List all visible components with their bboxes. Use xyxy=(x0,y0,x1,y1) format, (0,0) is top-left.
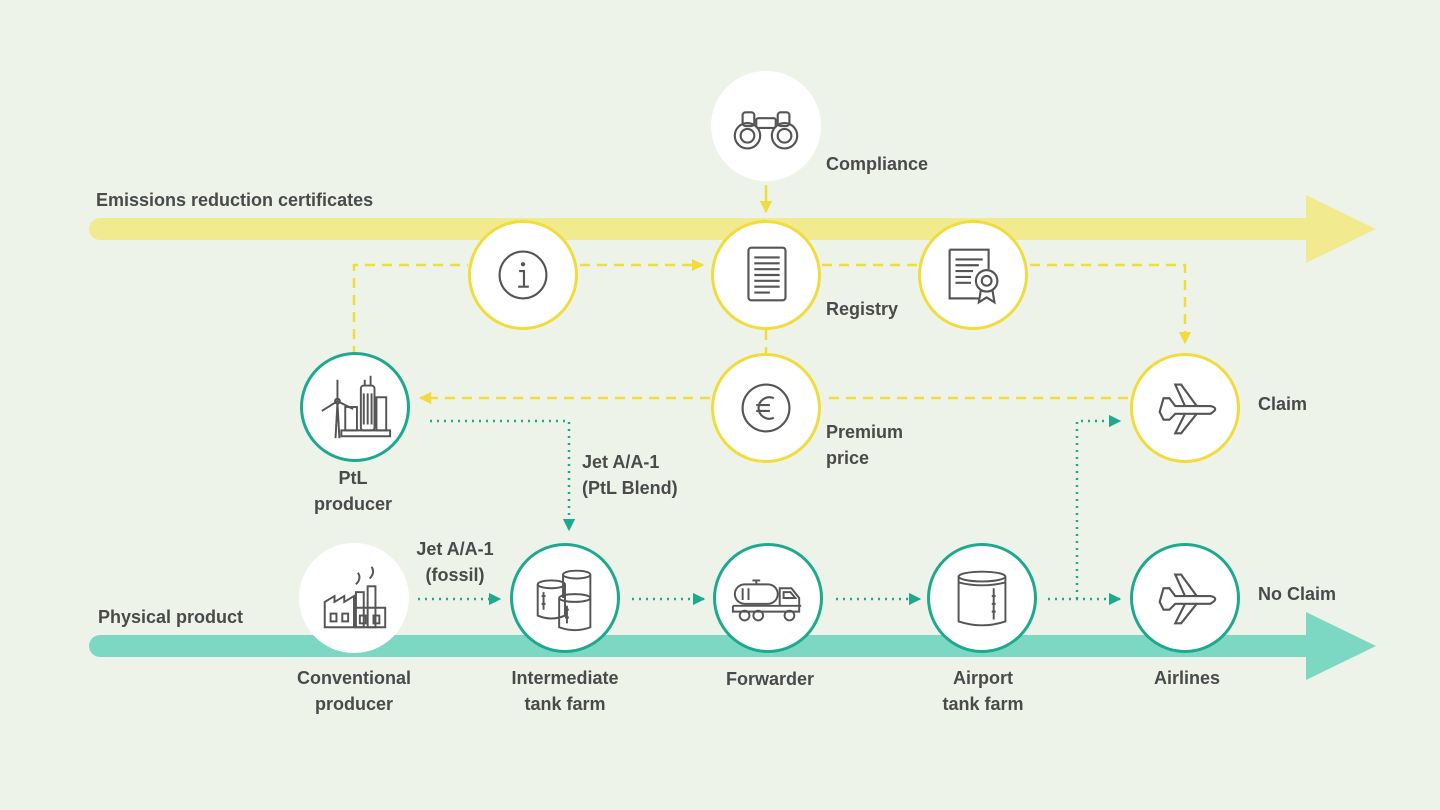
ptl-producer-label-line2: producer xyxy=(313,494,393,514)
certificate-node xyxy=(918,220,1028,330)
airport-tank-farm-label-line2: tank farm xyxy=(942,694,1024,714)
certificate-icon xyxy=(948,248,999,305)
airport-to-claim-arrow xyxy=(1075,414,1122,599)
document-icon xyxy=(747,246,787,302)
info-node xyxy=(468,220,578,330)
conventional-producer-label-line1: Conventional xyxy=(296,668,412,688)
intermediate-tank-farm-label-line2: tank farm xyxy=(524,694,606,714)
jet-ptl-blend-label-line1: Jet A/A-1 xyxy=(582,452,660,472)
airplane-icon xyxy=(1158,383,1217,435)
physical-flow xyxy=(418,414,1122,606)
tanker-truck-icon xyxy=(731,579,802,622)
premium-price-label: Premium price xyxy=(826,419,903,471)
conventional-producer-label: Conventional producer xyxy=(297,665,411,717)
conventional-producer-label-line2: producer xyxy=(314,694,394,714)
jet-fossil-label-line1: Jet A/A-1 xyxy=(416,539,494,559)
airport-tank-farm-label-line1: Airport xyxy=(953,668,1013,688)
wind-turbine-plant-icon xyxy=(321,375,392,439)
ptl-producer-label-line1: PtL xyxy=(338,468,368,488)
ptl-producer-label: PtL producer xyxy=(314,465,392,517)
ptl-to-info-line xyxy=(352,263,468,356)
premium-price-label-line2: price xyxy=(826,448,870,468)
conventional-producer-node xyxy=(299,543,409,653)
intermediate-tank-farm-label: Intermediate tank farm xyxy=(511,665,618,717)
certificate-flow xyxy=(352,185,1192,405)
premium-price-node xyxy=(711,353,821,463)
no-claim-label: No Claim xyxy=(1258,584,1337,604)
tank-icon xyxy=(957,570,1007,627)
airlines-node xyxy=(1130,543,1240,653)
premium-price-label-line1: Premium xyxy=(826,422,904,442)
storage-tanks-icon xyxy=(536,569,592,632)
emissions-band-arrow xyxy=(89,195,1376,263)
claim-label: Claim xyxy=(1258,394,1308,414)
forwarder-label: Forwarder xyxy=(725,669,815,689)
registry-label: Registry xyxy=(826,299,899,319)
binoculars-icon xyxy=(733,111,799,150)
ptl-to-intermediate-arrow xyxy=(430,419,576,532)
info-icon xyxy=(498,250,548,300)
airport-tank-farm-node xyxy=(927,543,1037,653)
intermediate-tank-farm-node xyxy=(510,543,620,653)
ptl-producer-node xyxy=(300,352,410,462)
intermediate-tank-farm-label-line1: Intermediate xyxy=(511,668,619,688)
euro-icon xyxy=(741,383,791,433)
airlines-label: Airlines xyxy=(1153,668,1221,688)
jet-fossil-label: Jet A/A-1 (fossil) xyxy=(416,536,493,588)
forwarder-node xyxy=(713,543,823,653)
compliance-node xyxy=(711,71,821,181)
registry-node xyxy=(711,220,821,330)
jet-ptl-blend-label-line2: (PtL Blend) xyxy=(582,478,678,498)
factory-icon xyxy=(323,566,387,629)
physical-band-label: Physical product xyxy=(98,607,244,627)
airport-tank-farm-label: Airport tank farm xyxy=(942,665,1023,717)
jet-fossil-label-line2: (fossil) xyxy=(425,565,485,585)
airplane-icon xyxy=(1158,573,1217,625)
physical-band-arrow xyxy=(89,612,1376,680)
compliance-label: Compliance xyxy=(826,154,929,174)
certificate-to-claim-arrow xyxy=(1030,263,1192,345)
claim-node xyxy=(1130,353,1240,463)
emissions-band-label: Emissions reduction certificates xyxy=(96,190,374,210)
jet-ptl-blend-label: Jet A/A-1 (PtL Blend) xyxy=(582,449,678,501)
